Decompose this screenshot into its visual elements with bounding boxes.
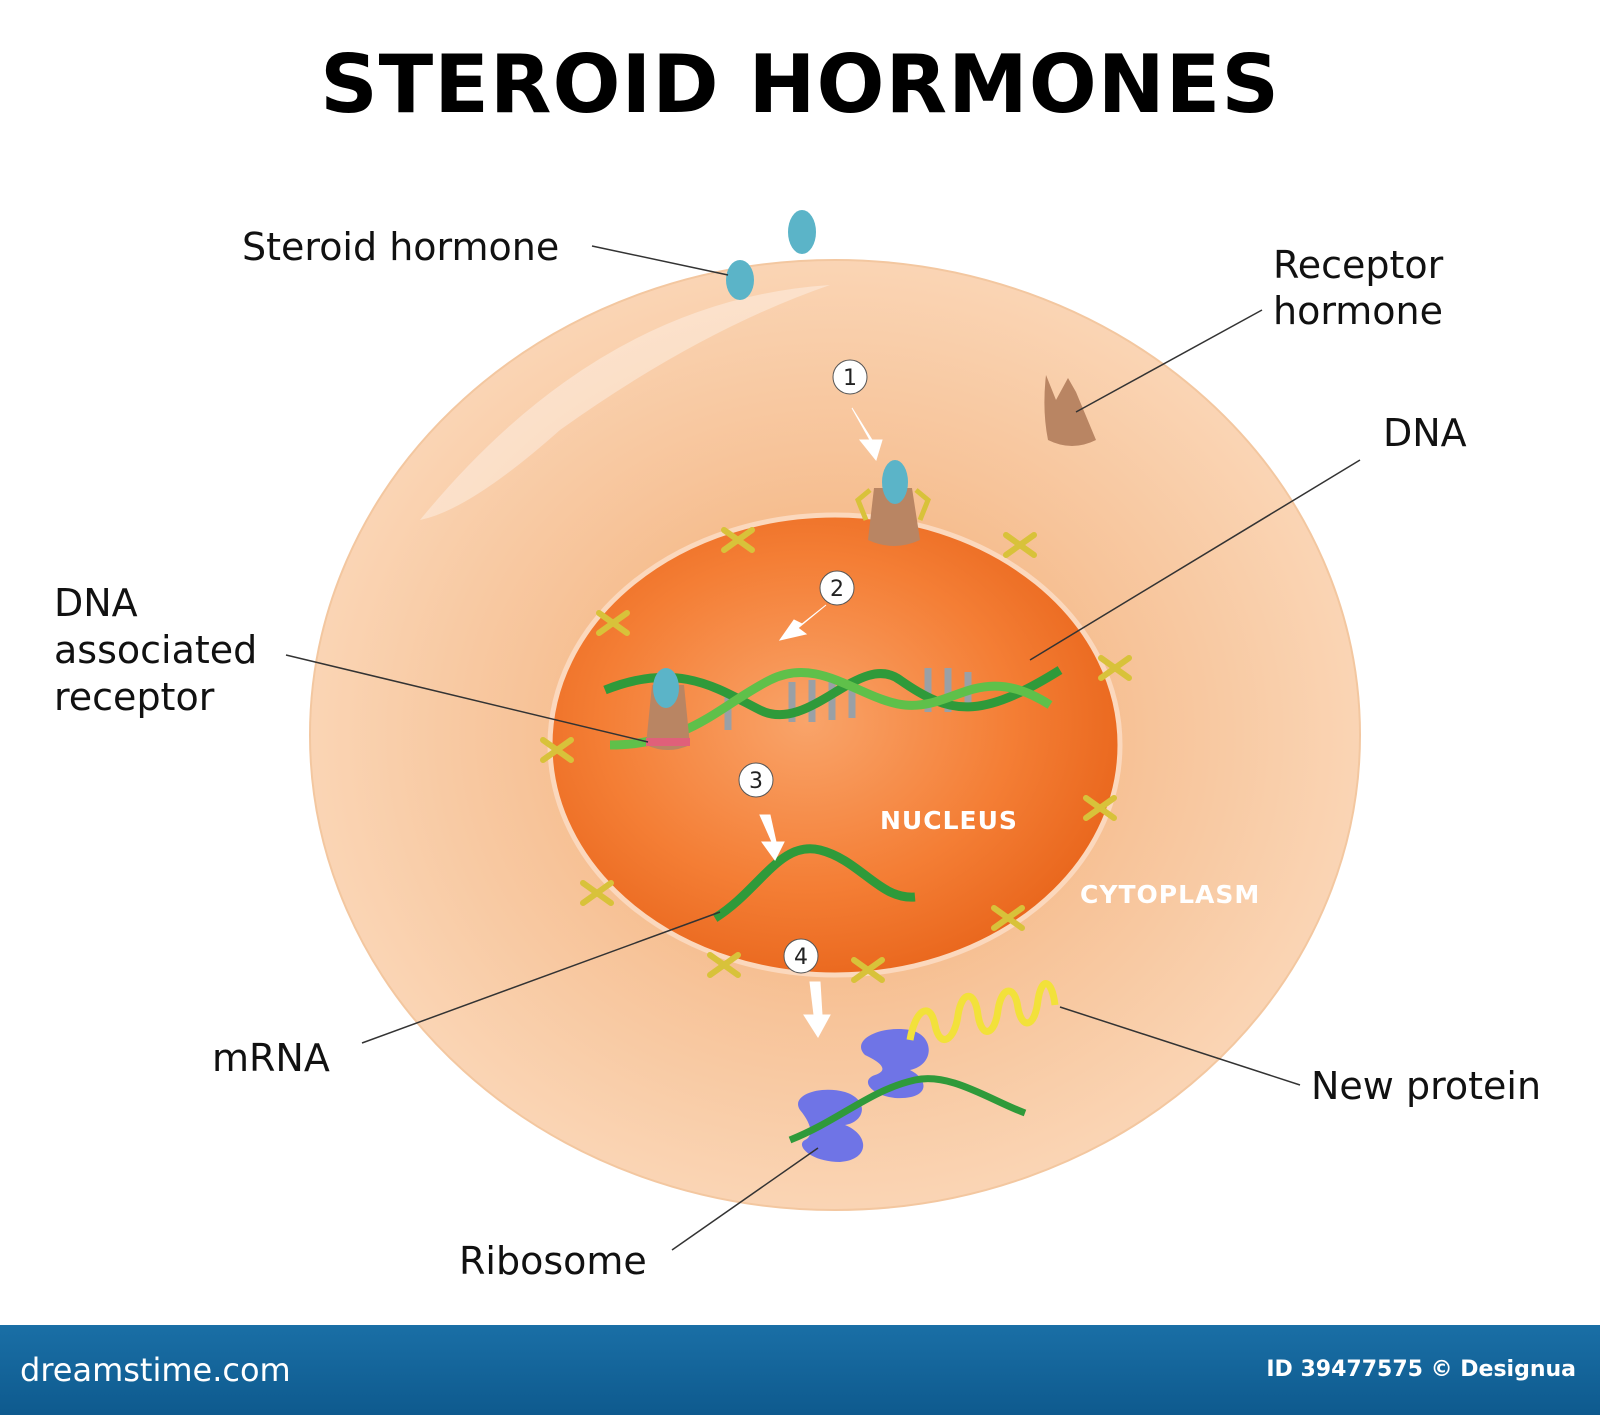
label-dna: DNA xyxy=(1383,411,1467,455)
label-mrna: mRNA xyxy=(212,1036,330,1080)
arrow-1 xyxy=(851,407,883,462)
arrow-2 xyxy=(778,604,827,641)
label-receptor-hormone-line2: hormone xyxy=(1273,289,1444,333)
label-receptor-hormone-line1: Receptor xyxy=(1273,243,1444,287)
new-protein-chain xyxy=(906,980,1059,1043)
step-badges: 1 2 3 4 xyxy=(738,359,868,974)
diagram-title: STEROID HORMONES xyxy=(320,38,1280,131)
region-nucleus: NUCLEUS xyxy=(880,806,1018,835)
label-ribosome: Ribosome xyxy=(459,1239,647,1283)
nuclear-pores xyxy=(540,527,1132,983)
mrna-translated xyxy=(788,1075,1027,1144)
step-3: 3 xyxy=(749,769,763,794)
receptor-binding-site xyxy=(646,738,690,746)
bound-hormone xyxy=(882,460,908,504)
step-1: 1 xyxy=(843,366,857,391)
receptor-hormone-shape xyxy=(1044,375,1096,446)
hormone-receptor-complex xyxy=(868,488,920,546)
mrna-strand xyxy=(712,844,916,922)
leader-lines xyxy=(285,245,1361,1251)
label-dna-associated-line3: receptor xyxy=(54,675,215,719)
label-dna-associated-line2: associated xyxy=(54,628,258,672)
step-2: 2 xyxy=(830,577,844,602)
label-new-protein: New protein xyxy=(1311,1064,1542,1108)
receptor-claw-right xyxy=(914,488,931,521)
dna-bound-hormone xyxy=(653,668,679,708)
steroid-hormone-molecule xyxy=(788,210,816,254)
arrow-3 xyxy=(759,814,785,861)
dna-helix xyxy=(603,666,1063,750)
footer-brand[interactable]: dreamstime.com xyxy=(20,1351,291,1389)
cell-highlight xyxy=(420,285,830,520)
receptor-claw-left xyxy=(855,488,872,521)
label-dna-associated-line1: DNA xyxy=(54,581,138,625)
region-cytoplasm: CYTOPLASM xyxy=(1080,880,1261,909)
label-steroid-hormone: Steroid hormone xyxy=(242,225,560,269)
steroid-hormone-molecule-membrane xyxy=(726,260,754,300)
cell-illustration: 1 2 3 4 xyxy=(285,210,1361,1251)
step-4: 4 xyxy=(794,945,808,970)
footer-credit: ID 39477575 © Designua xyxy=(1266,1357,1576,1382)
arrow-4 xyxy=(803,981,831,1038)
footer-bar: dreamstime.com ID 39477575 © Designua xyxy=(0,1325,1600,1415)
step-arrows xyxy=(759,407,883,1038)
